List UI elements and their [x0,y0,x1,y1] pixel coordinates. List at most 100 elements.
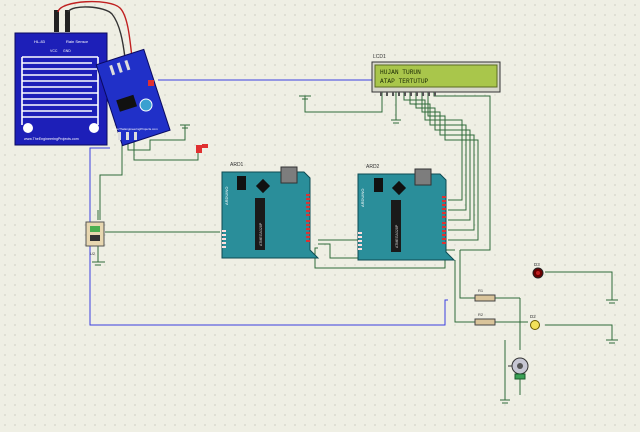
left-component-indicator [90,226,100,232]
motor-base [514,373,526,380]
ground-symbol [299,95,311,100]
ground-symbols [92,95,618,404]
ground-symbol [391,119,401,124]
arduino-2-chip [391,200,401,252]
jumper-black [67,6,126,59]
logic-probe[interactable] [196,144,208,153]
module-potentiometer [139,98,153,112]
arduino-1-chip [255,198,265,250]
wire-u2-gnd [97,245,105,263]
arduino-1-brand: ARDUINO [224,187,229,205]
ground-symbol [92,261,104,266]
arduino-2-board [357,173,456,261]
d2-ref: D2 [530,314,536,319]
arduino-2-pins-right [442,196,446,244]
motor-shaft [517,363,523,369]
module-out-pin [118,132,121,140]
module-ic [116,94,138,112]
probe-tip [202,144,208,148]
lcd-screen [374,64,498,88]
wire-to-r1 [459,250,475,299]
left-component-ref: U2 [90,251,96,256]
module-label: www.TheEngineeringProjects.com [112,127,158,131]
jumper-red [57,0,133,59]
wire-lcd-gnd [304,92,383,113]
arduino-1-usb [280,166,298,184]
wire-ard1-ard2c [318,243,360,259]
arduino-2-brand: ARDUINO [360,189,365,207]
arduino-1-ref: ARD1 [230,162,244,168]
arduino-1-jack [237,176,246,190]
sensor-pin-label-1: VCC [50,49,58,53]
sensor-pin-1 [54,10,59,32]
wire-d3 [545,271,613,300]
arduino-2-reset [391,180,407,196]
left-component[interactable]: U2 [85,221,105,256]
wire-lcd-d5 [409,92,467,211]
wire-sensor-gnd [127,125,186,151]
wire-lcd-d6 [415,92,471,221]
arduino-1[interactable]: ARD1 ATMEGA328P ARDUINO [221,162,320,259]
module-pin [116,62,123,73]
d2-body [530,320,540,330]
r1-ref: R1 [478,288,484,293]
ground-symbol [500,399,510,404]
sensor-title: Rain Sensor [66,39,89,44]
arduino-2-usb [414,168,432,186]
arduino-2[interactable]: ARD2 ATMEGA328P ARDUINO [357,164,456,261]
mounting-hole [89,123,99,133]
ground-symbol [180,124,190,129]
lcd-display[interactable]: LCD1 HUJAN TURUN ATAP TERTUTUP [371,54,501,96]
motor[interactable] [508,357,529,380]
wire-lcd-d7 [421,92,475,231]
d3-ref: D3 [534,262,540,267]
sensor-traces [21,56,99,125]
ground-symbol [606,339,618,344]
wire-ard1-ard2 [314,247,455,269]
sensor-website: www.TheEngineeringProjects.com [24,137,79,141]
sensor-pin-2 [65,10,70,32]
sensor-module[interactable]: www.TheEngineeringProjects.com [95,48,171,147]
r2-ref: R2 [478,312,484,317]
r2-body [474,318,496,326]
lcd-pins [380,92,436,96]
rain-sensor[interactable]: HL-83 Rain Sensor www.TheEngineeringProj… [14,10,108,146]
wire-d2 [545,324,613,340]
module-led [148,80,154,86]
jumper-wires [57,0,133,59]
left-component-window [90,235,100,241]
wire-sensor-out [99,140,123,220]
arduino-2-jack [374,178,383,192]
arduino-1-board [221,171,320,259]
indicator-d3[interactable]: D3 [532,262,544,279]
mounting-hole [23,123,33,133]
arduino-2-chip-label: ATMEGA328P [395,224,399,248]
indicator-d2[interactable]: D2 [530,314,540,330]
arduino-2-pins-left [358,232,362,250]
arduino-1-reset [255,178,271,194]
probe-body [196,145,202,153]
arduino-1-chip-label: ATMEGA328P [259,222,263,246]
arduino-1-pins-right [306,194,310,242]
lcd-ref: LCD1 [373,54,386,60]
resistor-r2[interactable]: R2 [474,312,496,326]
lcd-line-1: HUJAN TURUN [380,69,421,76]
wire-lcd-rs [427,92,479,241]
wire-lcd-d4 [403,92,463,201]
ground-symbol [606,299,618,304]
r1-body [474,294,496,302]
left-component-body [85,221,105,247]
wire-to-r2 [454,260,475,323]
arduino-1-pins-left [222,230,226,248]
module-pin [109,64,116,76]
blue-wire-left [89,147,448,326]
sensor-pin-label-2: GND [63,49,71,53]
lcd-line-2: ATAP TERTUTUP [380,78,429,85]
resistor-r1[interactable]: R1 [474,288,496,302]
module-pin [124,59,131,71]
d3-center [536,271,540,275]
arduino-2-ref: ARD2 [366,164,380,170]
module-out-pin [134,132,137,140]
sensor-model: HL-83 [34,39,46,44]
